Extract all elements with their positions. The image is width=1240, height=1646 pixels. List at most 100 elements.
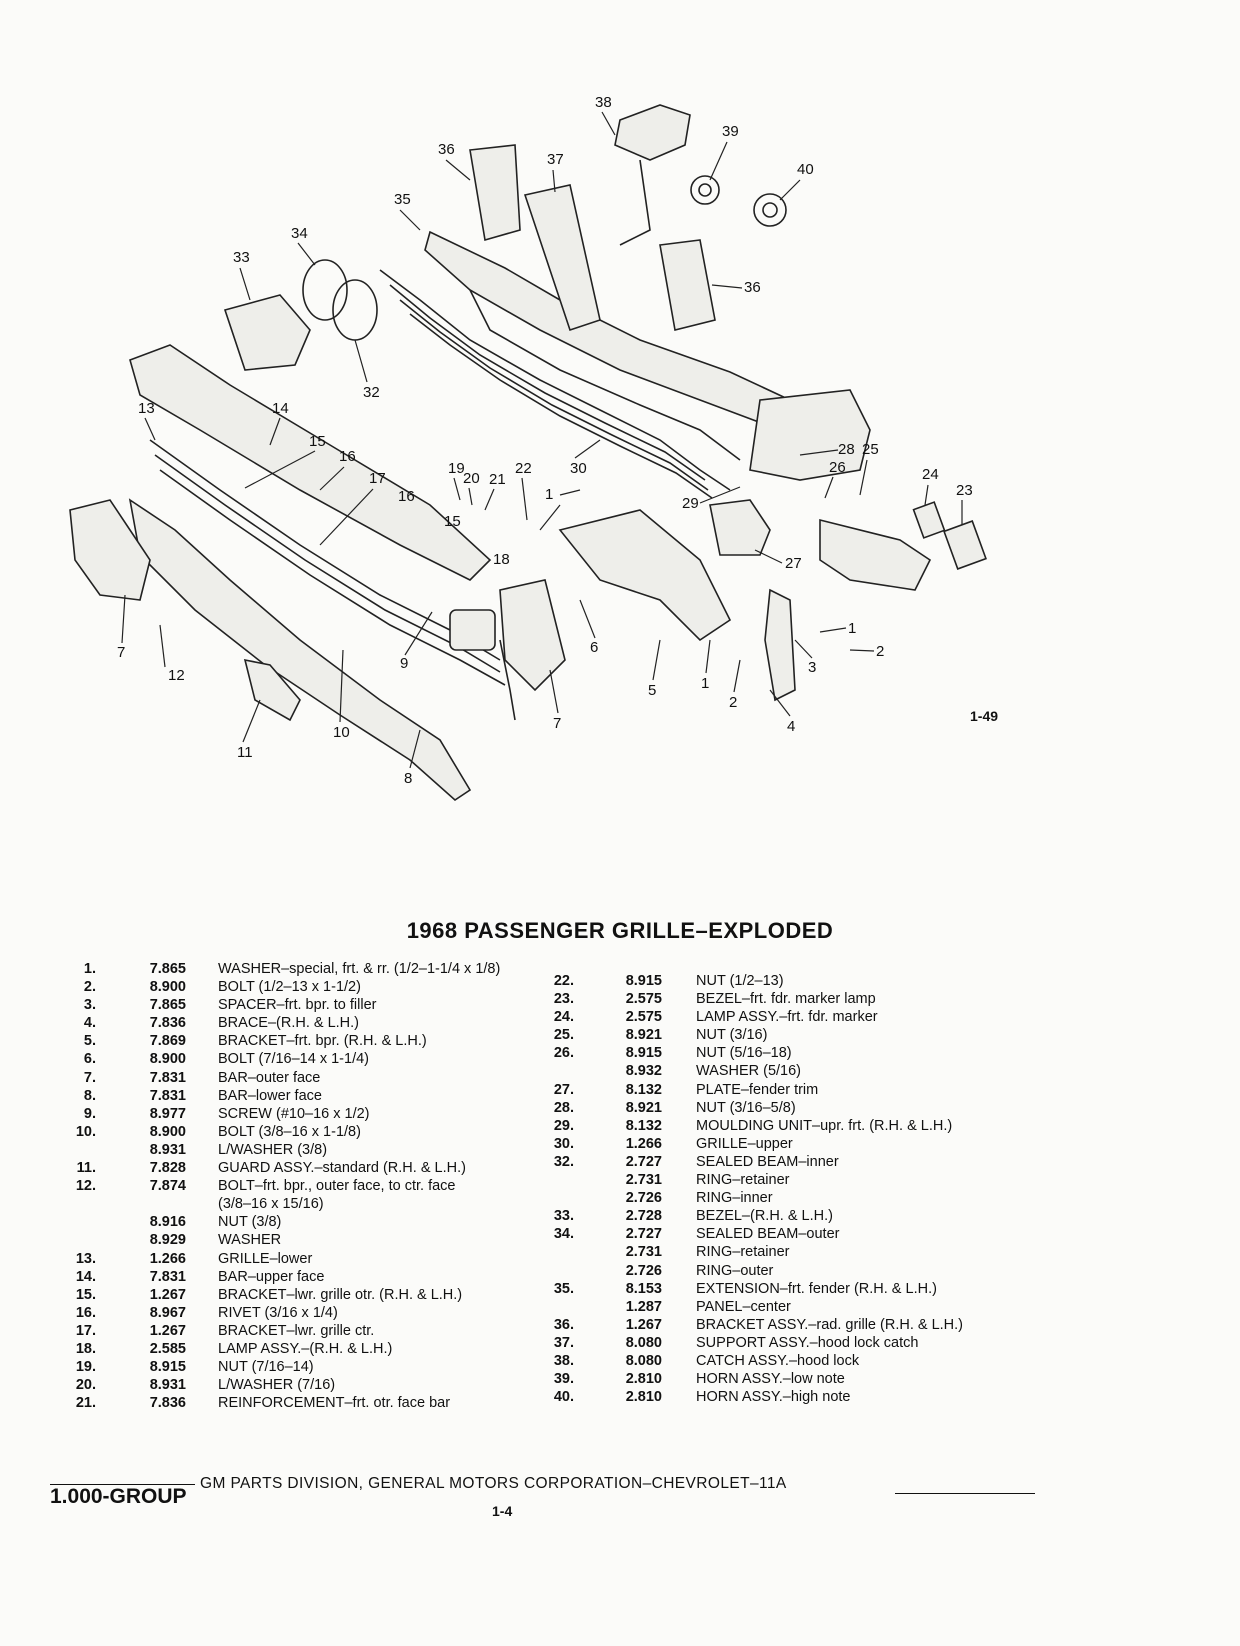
item-number: 26. bbox=[553, 1045, 574, 1062]
parts-list-row: 8.932 WASHER (5/16) bbox=[540, 1062, 963, 1080]
part-description: BAR–outer face bbox=[218, 1069, 321, 1086]
part-description: NUT (3/16) bbox=[696, 1027, 768, 1044]
callout-1: 1 bbox=[701, 675, 709, 692]
callout-13: 13 bbox=[138, 400, 155, 417]
part-group-number: 8.916 bbox=[149, 1214, 186, 1231]
part-group-number: 2.575 bbox=[625, 991, 662, 1008]
callout-37: 37 bbox=[547, 151, 564, 168]
part-description: CATCH ASSY.–hood lock bbox=[696, 1352, 860, 1369]
item-number: 18. bbox=[75, 1340, 96, 1357]
part-description: REINFORCEMENT–frt. otr. face bar bbox=[218, 1395, 451, 1412]
part-description: RING–outer bbox=[696, 1262, 774, 1279]
fender-end-panel bbox=[749, 389, 932, 591]
part-group-number: 2.731 bbox=[625, 1172, 662, 1189]
item-number: 10. bbox=[75, 1123, 96, 1140]
callout-35: 35 bbox=[394, 191, 411, 208]
item-number bbox=[540, 1171, 574, 1189]
item-number: 15. bbox=[75, 1286, 96, 1303]
part-group-number: 1.267 bbox=[625, 1316, 662, 1333]
callout-4: 4 bbox=[787, 718, 795, 735]
part-group-number: 2.728 bbox=[625, 1208, 662, 1225]
part-group-number: 7.874 bbox=[149, 1178, 186, 1195]
item-number: 16. bbox=[75, 1304, 96, 1321]
item-number: 8. bbox=[83, 1087, 96, 1104]
page-title: 1968 PASSENGER GRILLE–EXPLODED bbox=[406, 918, 834, 943]
part-group-number: 8.977 bbox=[149, 1105, 186, 1122]
item-number: 39. bbox=[553, 1371, 574, 1388]
item-number: 7. bbox=[83, 1069, 96, 1086]
part-description: BEZEL–(R.H. & L.H.) bbox=[696, 1208, 833, 1225]
item-number: 6. bbox=[83, 1051, 96, 1068]
item-number: 20. bbox=[75, 1377, 96, 1394]
part-group-number: 8.929 bbox=[149, 1232, 186, 1249]
part-description: NUT (7/16–14) bbox=[218, 1359, 314, 1376]
item-number: 12. bbox=[75, 1178, 96, 1195]
part-description: SPACER–frt. bpr. to filler bbox=[218, 997, 377, 1014]
part-description: (3/8–16 x 15/16) bbox=[218, 1196, 324, 1213]
callout-32: 32 bbox=[363, 384, 380, 401]
item-number: 3. bbox=[83, 997, 96, 1014]
part-description: PANEL–center bbox=[696, 1298, 791, 1315]
item-number: 28. bbox=[553, 1099, 574, 1116]
part-description: BAR–lower face bbox=[218, 1087, 322, 1104]
item-number: 38. bbox=[553, 1352, 574, 1369]
item-number: 4. bbox=[83, 1015, 96, 1032]
item-number bbox=[540, 1062, 574, 1080]
item-number: 11. bbox=[76, 1160, 96, 1177]
callout-23: 23 bbox=[956, 482, 973, 499]
part-group-number: 8.915 bbox=[149, 1359, 186, 1376]
callout-27: 27 bbox=[785, 555, 802, 572]
callout-21: 21 bbox=[489, 471, 506, 488]
part-description: BRACKET–frt. bpr. (R.H. & L.H.) bbox=[218, 1033, 427, 1050]
part-group-number: 8.900 bbox=[149, 1051, 186, 1068]
part-description: WASHER (5/16) bbox=[696, 1063, 802, 1080]
part-group-number: 8.931 bbox=[149, 1141, 186, 1158]
item-number: 29. bbox=[553, 1117, 574, 1134]
part-description: NUT (1/2–13) bbox=[696, 973, 784, 989]
hood-latch-parts bbox=[469, 104, 787, 332]
part-description: GRILLE–upper bbox=[696, 1135, 793, 1152]
part-group-number: 7.831 bbox=[149, 1268, 186, 1285]
part-group-number: 2.585 bbox=[149, 1340, 186, 1357]
part-description: BRACE–(R.H. & L.H.) bbox=[218, 1015, 359, 1032]
part-description: GRILLE–lower bbox=[218, 1250, 313, 1267]
parts-list-row: 2.731 RING–retainer bbox=[540, 1171, 963, 1189]
part-description: RING–retainer bbox=[696, 1172, 790, 1189]
part-group-number: 8.967 bbox=[149, 1304, 186, 1321]
item-number bbox=[58, 1213, 96, 1231]
part-group-number: 8.932 bbox=[625, 1063, 662, 1080]
part-description: NUT (5/16–18) bbox=[696, 1045, 792, 1062]
part-description: LAMP ASSY.–(R.H. & L.H.) bbox=[218, 1340, 393, 1357]
part-group-number: 8.132 bbox=[625, 1081, 662, 1098]
callout-18: 18 bbox=[493, 551, 510, 568]
part-description: NUT (3/8) bbox=[218, 1214, 282, 1231]
marker-lamp-parts bbox=[709, 499, 987, 570]
callout-28: 28 bbox=[838, 441, 855, 458]
parts-list-row: (3/8–16 x 15/16) bbox=[58, 1195, 500, 1213]
item-number: 30. bbox=[553, 1135, 574, 1152]
upper-face-bar-part bbox=[129, 344, 492, 581]
part-group-number: 8.921 bbox=[625, 1027, 662, 1044]
